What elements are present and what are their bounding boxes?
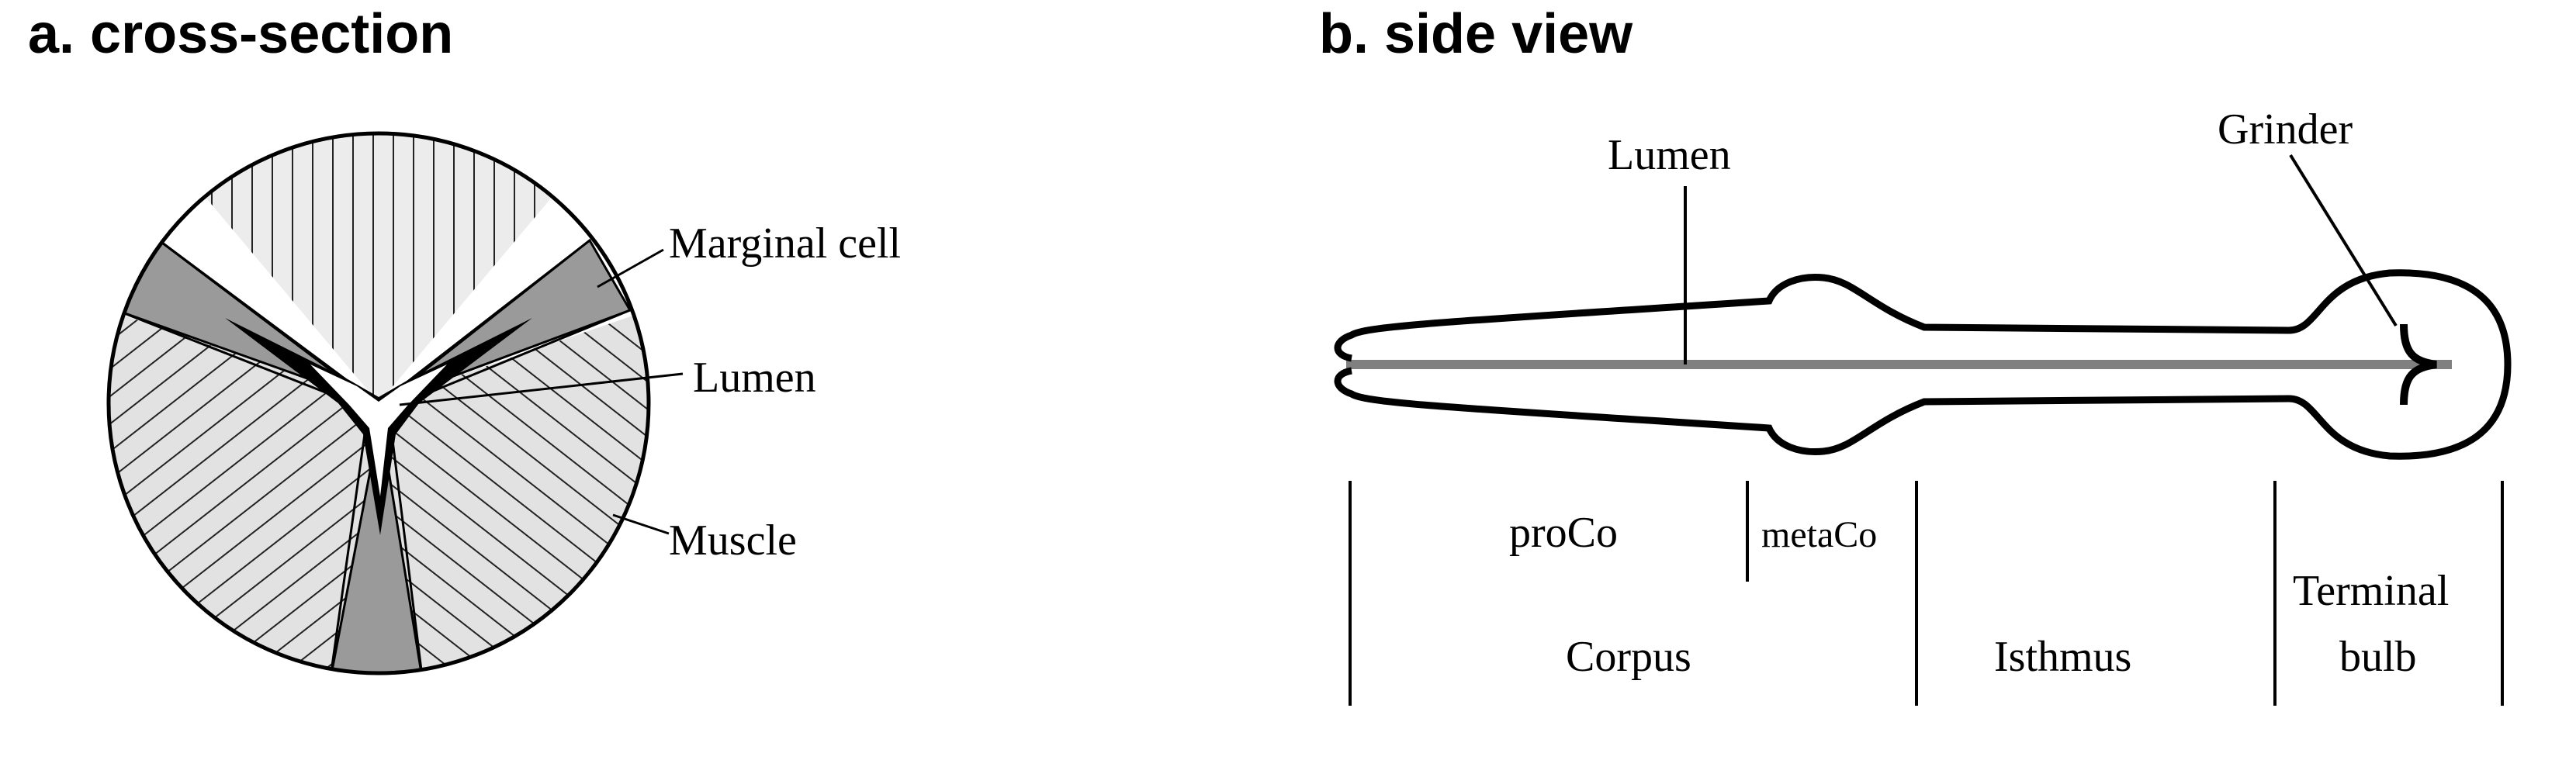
panel-a-title: a. cross-section: [28, 3, 454, 65]
label-isthmus: Isthmus: [1994, 633, 2131, 681]
leader-grinder: [2289, 154, 2398, 327]
grinder: [2400, 323, 2437, 406]
leader-marginal-cell: [597, 248, 664, 288]
label-bulb: bulb: [2339, 633, 2417, 681]
label-marginal-cell: Marginal cell: [669, 219, 901, 268]
label-corpus: Corpus: [1566, 633, 1691, 681]
label-terminal: Terminal: [2293, 567, 2449, 615]
leader-lumen-a: [399, 372, 684, 406]
side-view: [1334, 269, 2512, 460]
label-lumen-a: Lumen: [693, 354, 816, 402]
cross-section-outline: [106, 131, 651, 675]
cross-section: [109, 133, 649, 673]
pharynx-outline-bottom: [1334, 364, 2512, 460]
panel-b-title: b. side view: [1319, 3, 1633, 65]
label-proco: proCo: [1509, 509, 1618, 557]
marginal-cell-bottom: [328, 418, 424, 673]
muscle-sector-right: [379, 310, 649, 673]
lumen-interior: [310, 364, 447, 496]
pharynx-outline-top: [1334, 269, 2512, 365]
label-muscle: Muscle: [669, 516, 797, 565]
label-metaco: metaCo: [1761, 514, 1877, 555]
leader-muscle: [612, 513, 670, 535]
label-grinder: Grinder: [2218, 105, 2353, 154]
label-lumen-b: Lumen: [1608, 131, 1731, 179]
